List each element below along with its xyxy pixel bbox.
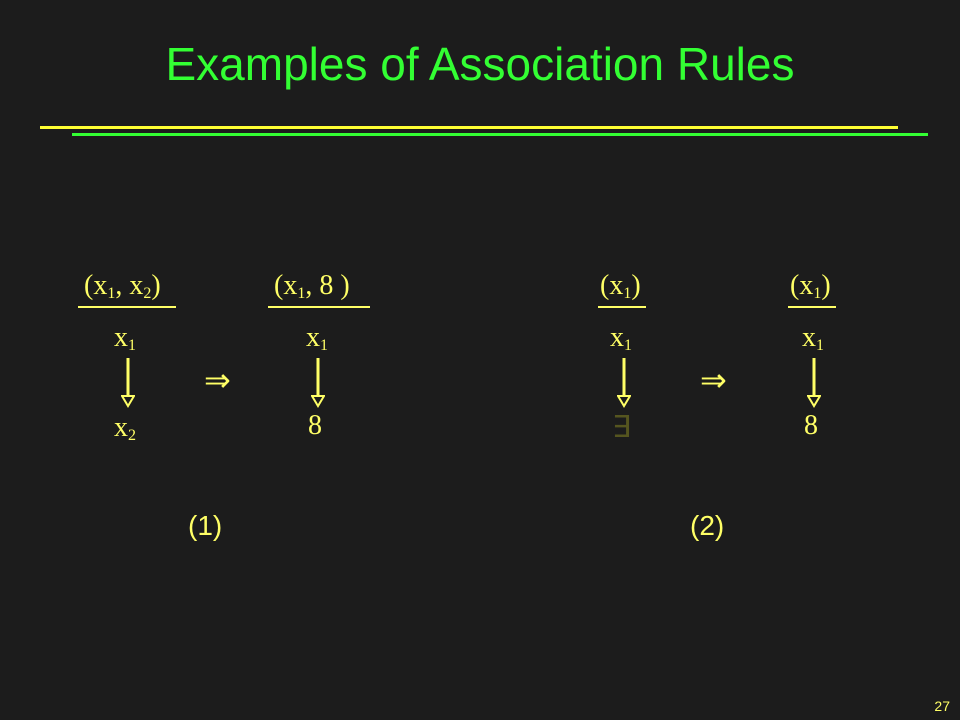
ex1-label: (1) [188,510,223,541]
ex2-lhs-bar [598,306,646,308]
ex2-label: (2) [690,510,725,541]
ex1-lhs-tuple: (x1, x2) [84,270,161,302]
ex2-lhs-down-arrow [617,358,631,408]
ex1-rhs-bar [268,306,370,308]
ex2-rhs-bar [788,306,836,308]
ex1-lhs-bottom-var: x2 [114,412,136,444]
ex2-rhs-top-var: x1 [802,322,824,354]
ex1-rhs-top-var: x1 [306,322,328,354]
ex2-rhs-down-arrow [807,358,821,408]
ex1-rhs-bottom-value: 8 [308,410,322,441]
ex1-rhs-tuple: (x1, 8 ) [274,270,350,302]
ex1-lhs-top-var: x1 [114,322,136,354]
title-underline-yellow [40,126,898,129]
ex1-lhs-down-arrow [121,358,135,408]
ex2-lhs-exists-symbol: ∃ [612,410,631,445]
ex1-lhs-bar [78,306,176,308]
ex2-lhs-top-var: x1 [610,322,632,354]
ex1-rhs-down-arrow [311,358,325,408]
ex2-implies-symbol: ⇒ [700,361,727,399]
ex2-rhs-tuple: (x1) [790,270,831,302]
title-underline-green [72,133,928,136]
ex2-lhs-tuple: (x1) [600,270,641,302]
slide-title: Examples of Association Rules [165,38,795,90]
page-number: 27 [934,698,950,714]
ex1-implies-symbol: ⇒ [204,361,231,399]
ex2-rhs-bottom-value: 8 [804,410,818,441]
